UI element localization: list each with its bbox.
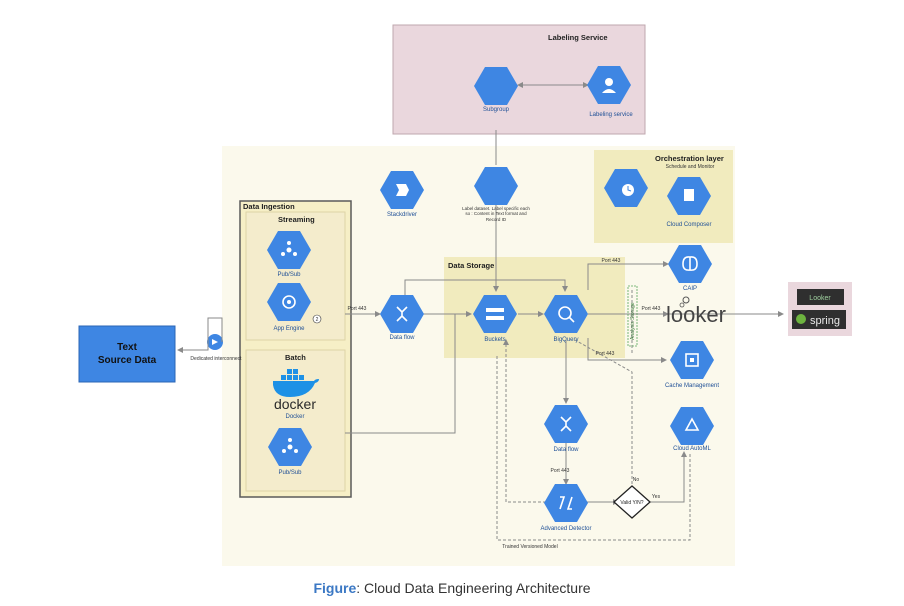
pubsub-batch-node[interactable] bbox=[268, 428, 312, 466]
bigquery-label: BigQuery bbox=[553, 337, 578, 343]
data-storage-title: Data Storage bbox=[448, 261, 494, 270]
anomaly-label: Advanced Detector bbox=[540, 526, 591, 532]
port-label-1: Port 443 bbox=[348, 306, 367, 312]
composer-label: Cloud Composer bbox=[666, 222, 711, 228]
text-source-label-line2: Source Data bbox=[98, 355, 157, 366]
app-engine-badge-circle bbox=[312, 314, 322, 324]
app-engine-badge: 2 bbox=[316, 317, 319, 323]
port-label-2: Port 443 bbox=[602, 258, 621, 264]
labeling-service-title: Labeling Service bbox=[548, 33, 608, 42]
brain-icon bbox=[682, 256, 698, 271]
spring-leaf-icon bbox=[796, 314, 806, 324]
docker-label: Docker bbox=[285, 414, 304, 420]
yes-label: Yes bbox=[652, 494, 661, 500]
text-source-label-line1: Text bbox=[117, 342, 137, 353]
docker-wordmark: docker bbox=[274, 396, 316, 412]
automl-node[interactable] bbox=[670, 407, 714, 445]
app-engine-icon bbox=[282, 295, 296, 309]
labeling-service-label: Labeling service bbox=[589, 112, 633, 118]
stackdriver-node[interactable] bbox=[380, 171, 424, 209]
composer-node[interactable] bbox=[667, 177, 711, 215]
port-label-3: Port 443 bbox=[642, 306, 661, 312]
stackdriver-icon bbox=[396, 184, 409, 196]
stackdriver-label: Stackdriver bbox=[387, 212, 417, 218]
dataflow-node[interactable] bbox=[380, 295, 424, 333]
decision-label: Valid Y/N? bbox=[620, 500, 643, 506]
data-storage-box bbox=[444, 257, 625, 358]
docker-whale-icon bbox=[273, 379, 319, 397]
figure-caption-prefix: Figure bbox=[313, 580, 357, 596]
looker-wordmark: looker bbox=[666, 302, 726, 327]
automl-label: Cloud AutoML bbox=[673, 446, 711, 452]
figure-caption: Figure: Cloud Data Engineering Architect… bbox=[0, 580, 904, 596]
orchestration-subtitle: Schedule and Monitor bbox=[666, 164, 715, 170]
cache-node[interactable] bbox=[670, 341, 714, 379]
dataflow2-label: Data flow bbox=[553, 447, 579, 453]
dataflow-label: Data flow bbox=[389, 335, 415, 341]
buckets-label: Buckets bbox=[484, 337, 505, 343]
architecture-diagram: Labeling Service Orchestration layer Sch… bbox=[78, 24, 852, 566]
subgroup-label: Subgroup bbox=[483, 107, 510, 113]
automl-icon bbox=[684, 417, 700, 431]
interconnect-label: Dedicated interconnect bbox=[190, 356, 242, 362]
pubsub-batch-icon bbox=[282, 438, 298, 453]
analysis-bar bbox=[627, 285, 638, 347]
port-label-4: Port 443 bbox=[596, 351, 615, 357]
streaming-title: Streaming bbox=[278, 215, 315, 224]
text-source-box[interactable] bbox=[78, 325, 176, 383]
looker-logo: looker bbox=[666, 296, 726, 327]
dataflow2-icon bbox=[560, 416, 572, 432]
cache-label: Cache Management bbox=[665, 383, 719, 389]
caip-node[interactable] bbox=[668, 245, 712, 283]
looker-mini-tile[interactable] bbox=[797, 289, 844, 305]
person-icon bbox=[605, 78, 613, 86]
labeling-service-node[interactable] bbox=[587, 66, 631, 104]
analysis-bar-label: Analysis Storage bbox=[630, 302, 636, 340]
bigquery-node[interactable] bbox=[544, 295, 588, 333]
chip-icon bbox=[685, 353, 699, 367]
pubsub-node[interactable] bbox=[267, 231, 311, 269]
figure-caption-text: : Cloud Data Engineering Architecture bbox=[356, 580, 591, 596]
trained-model-label: Trained Versioned Model bbox=[502, 544, 557, 550]
pubsub-label: Pub/Sub bbox=[277, 272, 301, 278]
bigquery-icon bbox=[558, 306, 572, 320]
dataflow2-node[interactable] bbox=[544, 405, 588, 443]
spring-label: spring bbox=[810, 315, 840, 327]
pubsub-icon bbox=[281, 241, 297, 256]
anomaly-node[interactable] bbox=[544, 484, 588, 522]
no-label: No bbox=[633, 477, 640, 483]
label-dataset-note: Label dataset. Label specific each so : … bbox=[462, 206, 530, 222]
composer-icon bbox=[684, 189, 694, 201]
caip-label: CAIP bbox=[683, 286, 697, 292]
decision-node[interactable] bbox=[613, 485, 651, 519]
looker-mini-label: Looker bbox=[809, 295, 831, 302]
docker-logo bbox=[273, 369, 319, 397]
port-label-5: Port 443 bbox=[551, 468, 570, 474]
pubsub-batch-label: Pub/Sub bbox=[278, 470, 302, 476]
buckets-node[interactable] bbox=[473, 295, 517, 333]
batch-title: Batch bbox=[285, 353, 306, 362]
app-engine-node[interactable] bbox=[267, 283, 311, 321]
app-engine-label: App Engine bbox=[273, 326, 305, 332]
data-ingestion-title: Data Ingestion bbox=[243, 202, 295, 211]
spring-tile[interactable] bbox=[792, 310, 846, 329]
storage-icon bbox=[486, 308, 504, 320]
detector-icon bbox=[559, 496, 573, 510]
dataflow-icon bbox=[396, 306, 408, 322]
scheduler-node[interactable] bbox=[604, 169, 648, 207]
orchestration-title: Orchestration layer bbox=[655, 154, 724, 163]
